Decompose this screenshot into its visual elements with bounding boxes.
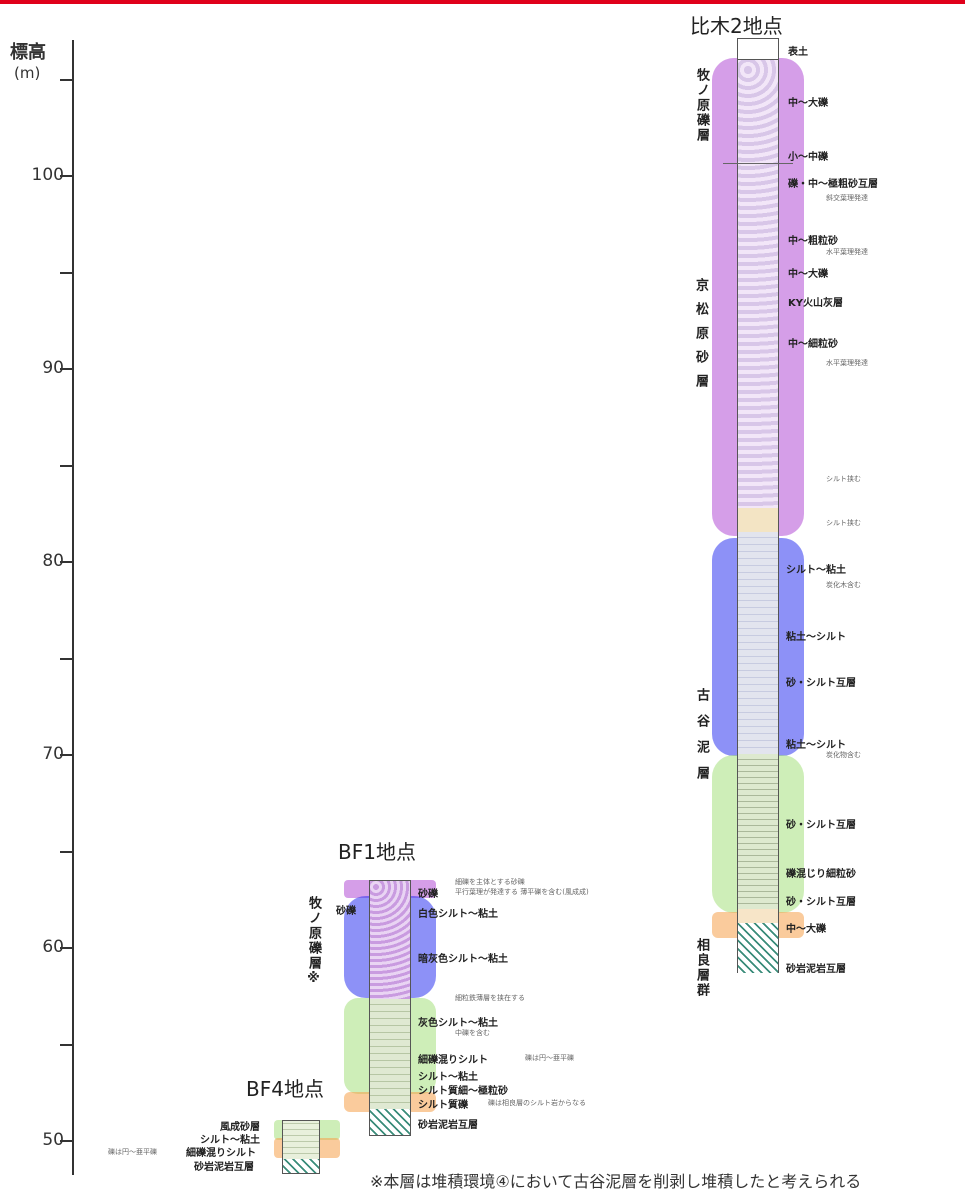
- bf4-layer-label: 風成砂層: [220, 1122, 260, 1133]
- axis-tick-label: 50: [42, 1130, 64, 1150]
- hiki2-layer-label: シルト～粘土: [786, 565, 846, 576]
- hiki2-layer-note: シルト挟む: [826, 475, 861, 483]
- axis-tick: [60, 947, 74, 949]
- bf1-layer-label: シルト質礫: [418, 1100, 468, 1111]
- bf1-layer-label: 暗灰色シルト～粘土: [418, 954, 508, 965]
- footnote: ※本層は堆積環境④において古谷泥層を削剥し堆積したと考えられる: [370, 1172, 862, 1191]
- bf1-column: [369, 880, 411, 1136]
- hiki2-layer-note: 炭化木含む: [826, 581, 861, 589]
- hiki2-layer-label: 砂・シルト互層: [786, 820, 856, 831]
- hiki2-layer-label: 小～中礫: [788, 152, 828, 163]
- hiki2-topsoil-cell: [738, 39, 778, 60]
- axis-tick-label: 90: [42, 358, 64, 378]
- hiki2-layer-label: 砂・シルト互層: [786, 897, 856, 908]
- bf1-title: BF1地点: [338, 840, 416, 864]
- hiki2-layer-label: KY火山灰層: [788, 298, 843, 309]
- hiki2-formation-furuya: 古谷泥層: [694, 688, 709, 792]
- hiki2-layer-label: 粘土～シルト: [786, 740, 846, 751]
- hiki2-formation-kyomatsubara: 京松原砂層: [693, 278, 708, 398]
- axis-tick: [60, 271, 74, 274]
- hiki2-layer-label: 砂・シルト互層: [786, 678, 856, 689]
- hiki2-layer-label: 粘土～シルト: [786, 632, 846, 643]
- top-accent-bar: [0, 0, 965, 4]
- hiki2-makinohara-boundary: [723, 163, 793, 164]
- axis-tick: [60, 657, 74, 660]
- bf1-formation: 牧ノ原礫層※: [306, 896, 321, 988]
- hiki2-layer-label: 礫混じり細粒砂: [786, 869, 856, 880]
- axis-tick: [60, 78, 74, 81]
- bf1-gravel-cell: [370, 881, 410, 999]
- bf4-bedrock-cell: [283, 1159, 319, 1173]
- axis-tick-label: 100: [31, 165, 64, 185]
- bf1-layer-label: シルト質細～極粒砂: [418, 1086, 508, 1097]
- axis-unit: (m): [14, 64, 41, 82]
- hiki2-layer-label: 中～粗粒砂: [788, 236, 838, 247]
- bf4-layer-label: 砂岩泥岩互層: [194, 1162, 254, 1173]
- hiki2-layer-label: 礫・中～極粗砂互層: [788, 179, 878, 190]
- axis-tick: [60, 1140, 74, 1142]
- hiki2-layer-note: 炭化物含む: [826, 751, 861, 759]
- bf1-layer-label: 砂岩泥岩互層: [418, 1120, 478, 1131]
- axis-line: [72, 40, 74, 1175]
- bf1-side-label: 砂礫: [336, 906, 356, 917]
- hiki2-layer-label: 砂岩泥岩互層: [786, 964, 846, 975]
- bf1-layer-note: 礫は円～亜平礫: [525, 1054, 574, 1062]
- bf1-layer-label: 白色シルト～粘土: [418, 909, 498, 920]
- bf1-layer-label: 細礫混りシルト: [418, 1055, 488, 1066]
- hiki2-layer-note: 水平葉理発達: [826, 359, 868, 367]
- hiki2-layer-label: 中～大礫: [788, 269, 828, 280]
- hiki2-layer-label: 表土: [788, 47, 808, 58]
- hiki2-formation-makinohara: 牧ノ原礫層: [694, 68, 709, 143]
- bf4-column: [282, 1120, 320, 1174]
- axis-tick: [60, 850, 74, 853]
- hiki2-formation-sagara: 相良層群: [694, 938, 709, 998]
- bf4-silt-cell: [283, 1121, 319, 1159]
- axis-tick: [60, 175, 74, 177]
- hiki2-sand-cell: [738, 508, 778, 532]
- hiki2-gravel-cell: [738, 60, 778, 508]
- axis-label: 標高: [10, 42, 46, 63]
- axis-tick-label: 60: [42, 937, 64, 957]
- axis-tick: [60, 368, 74, 370]
- bf1-bedrock-cell: [370, 1109, 410, 1135]
- hiki2-layer-label: 中～大礫: [786, 924, 826, 935]
- bf1-layer-note: 平行葉理が発達する 薄平礫を含む(風成成): [455, 888, 589, 896]
- bf4-layer-label: 細礫混りシルト: [186, 1148, 256, 1159]
- bf4-title: BF4地点: [246, 1077, 324, 1101]
- hiki2-orange-cell: [738, 909, 778, 923]
- bf1-layer-label: 灰色シルト～粘土: [418, 1018, 498, 1029]
- bf4-layer-note: 礫は円～亜平礫: [108, 1148, 157, 1156]
- hiki2-column: [737, 38, 779, 973]
- bf1-layer-note: 中礫を含む: [455, 1029, 490, 1037]
- bf4-layer-label: シルト～粘土: [200, 1135, 260, 1146]
- axis-tick-label: 70: [42, 744, 64, 764]
- bf1-layer-note: 細粒鉄薄層を挟在する: [455, 994, 525, 1002]
- hiki2-layer-label: 中～細粒砂: [788, 339, 838, 350]
- bf1-layer-label: 砂礫: [418, 889, 438, 900]
- bf1-layer-note: 礫は相良層のシルト岩からなる: [488, 1099, 586, 1107]
- axis-tick: [60, 464, 74, 467]
- bf1-layer-label: シルト～粘土: [418, 1072, 478, 1083]
- hiki2-layer-note: 水平葉理発達: [826, 248, 868, 256]
- hiki2-bedrock-cell: [738, 923, 778, 973]
- axis-tick: [60, 1043, 74, 1046]
- hiki2-green-cell: [738, 754, 778, 909]
- bf1-layer-note: 細礫を主体とする砂礫: [455, 878, 525, 886]
- hiki2-layer-label: 中～大礫: [788, 98, 828, 109]
- axis-tick-label: 80: [42, 551, 64, 571]
- hiki2-layer-note: 斜交葉理発達: [826, 194, 868, 202]
- hiki2-layer-note: シルト挟む: [826, 519, 861, 527]
- axis-tick: [60, 754, 74, 756]
- hiki2-title: 比木2地点: [690, 14, 783, 38]
- axis-tick: [60, 561, 74, 563]
- bf1-silt-cell: [370, 999, 410, 1109]
- hiki2-clay-cell: [738, 532, 778, 754]
